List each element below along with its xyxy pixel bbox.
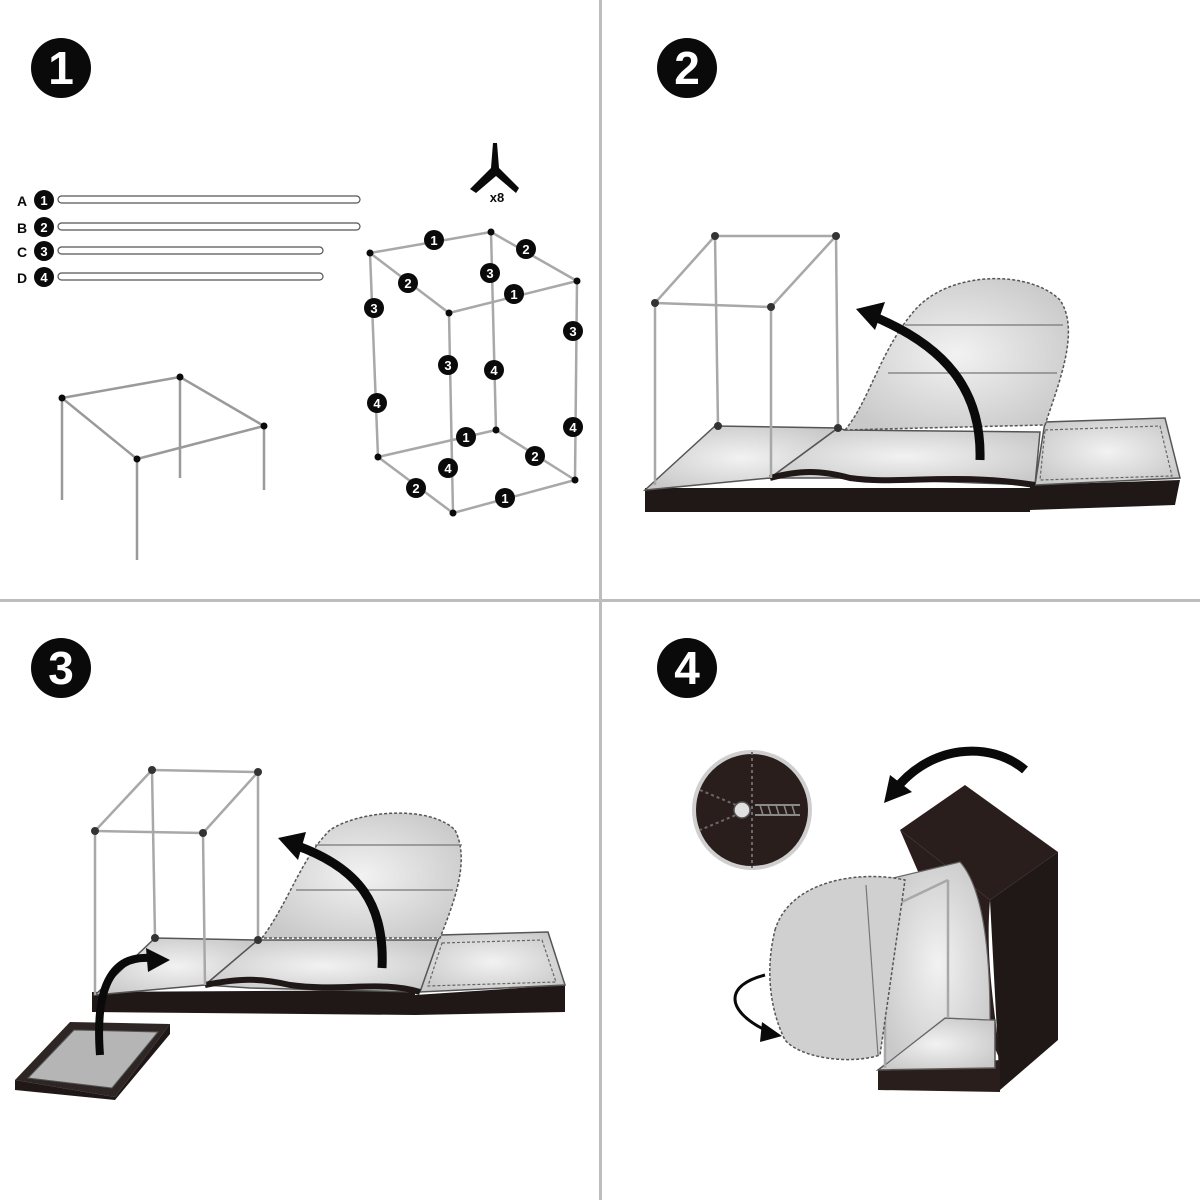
frame-label: 3: [480, 263, 500, 283]
pole-number-badge: [34, 190, 54, 210]
pole-number-badge: [34, 241, 54, 261]
partial-frame-illustration: [60, 375, 266, 560]
svg-text:3: 3: [444, 358, 451, 373]
pole-number: 4: [40, 270, 48, 285]
frame-label: 2: [516, 239, 536, 259]
insert-arrow-icon: [95, 953, 151, 1056]
pole-row-a: A 1: [17, 190, 361, 210]
frame-label: 1: [495, 488, 515, 508]
frame-label-group: 1 2 3 2 1 3 3 3 4 4 4 1 2 4 2 1: [364, 230, 583, 508]
pole-row-b: B 2: [17, 217, 361, 237]
svg-text:2: 2: [404, 276, 411, 291]
svg-text:4: 4: [569, 420, 577, 435]
frame-label: 3: [364, 298, 384, 318]
pole-row-d: D 4: [17, 267, 324, 287]
svg-text:4: 4: [490, 363, 498, 378]
horizontal-divider: [0, 599, 1200, 602]
pole-number-badge: [34, 267, 54, 287]
svg-text:1: 1: [501, 491, 508, 506]
svg-text:4: 4: [373, 396, 381, 411]
pole-list: A 1 B 2 C 3 D 4: [17, 190, 361, 287]
pole-number: 3: [40, 244, 47, 259]
step-1-badge: 1: [31, 38, 91, 98]
pole-letter: A: [17, 193, 27, 209]
svg-text:3: 3: [486, 266, 493, 281]
frame-label: 3: [438, 355, 458, 375]
frame-label: 2: [398, 273, 418, 293]
frame-label: 4: [484, 360, 504, 380]
frame-label: 1: [456, 427, 476, 447]
frame-label: 4: [367, 393, 387, 413]
frame-label: 2: [406, 478, 426, 498]
zipper-detail-icon: [692, 750, 812, 870]
pole-b: [57, 222, 361, 231]
svg-text:1: 1: [462, 430, 469, 445]
step-3-illustration: [15, 766, 567, 1100]
lift-arrow-icon: [868, 310, 985, 461]
pole-number: 2: [40, 220, 47, 235]
frame-label: 3: [563, 321, 583, 341]
pole-letter: B: [17, 220, 27, 236]
svg-text:3: 3: [569, 324, 576, 339]
pole-number-badge: [34, 217, 54, 237]
step-3-badge: 3: [31, 638, 91, 698]
pole-a: [57, 195, 361, 204]
fold-arrow-icon: [891, 746, 1028, 793]
step-2-badge: 2: [657, 38, 717, 98]
frame-label: 4: [563, 417, 583, 437]
svg-text:1: 1: [430, 233, 437, 248]
numbered-frame-illustration: [368, 230, 579, 515]
pole-letter: C: [17, 244, 27, 260]
frame-label: 2: [525, 446, 545, 466]
pole-c: [57, 246, 324, 255]
numbered-frame-corners: [366, 228, 581, 517]
frame-label: 4: [438, 458, 458, 478]
svg-text:3: 3: [370, 301, 377, 316]
pole-row-c: C 3: [17, 241, 324, 261]
svg-text:4: 4: [444, 461, 452, 476]
connector-quantity: x8: [490, 190, 504, 205]
partial-frame-corners: [58, 373, 268, 463]
step-2-illustration: [642, 232, 1181, 512]
svg-text:1: 1: [510, 287, 517, 302]
step-4-badge: 4: [657, 638, 717, 698]
pole-number: 1: [40, 193, 47, 208]
step-4-illustration: [692, 746, 1058, 1092]
svg-text:2: 2: [531, 449, 538, 464]
svg-text:2: 2: [522, 242, 529, 257]
svg-text:2: 2: [412, 481, 419, 496]
pole-d: [57, 272, 324, 281]
lift-arrow-icon: [293, 840, 387, 969]
frame-label: 1: [504, 284, 524, 304]
rotate-arrow-icon: [733, 973, 766, 1032]
frame-label: 1: [424, 230, 444, 250]
pole-letter: D: [17, 270, 27, 286]
three-way-connector-icon: x8: [470, 143, 519, 205]
